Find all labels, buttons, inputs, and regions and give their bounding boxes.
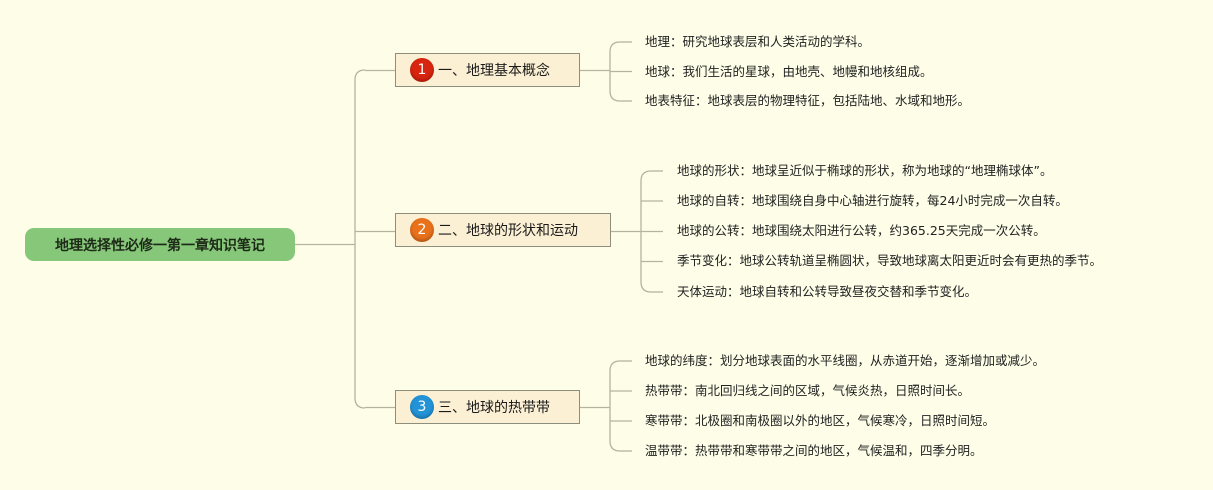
root-topic-label: 地理选择性必修一第一章知识笔记 xyxy=(55,237,265,254)
branch-topic-3-label: 三、地球的热带带 xyxy=(438,400,550,416)
main-trunk xyxy=(354,69,366,409)
number-badge-3: 3 xyxy=(410,395,434,419)
branch-3-bracket xyxy=(609,360,621,452)
branch-topic-1[interactable]: 1 一、地理基本概念 xyxy=(395,53,580,87)
branch-topic-2[interactable]: 2 二、地球的形状和运动 xyxy=(395,213,611,247)
branch-1-leaf-2[interactable]: 地球：我们生活的星球，由地壳、地幔和地核组成。 xyxy=(645,64,933,79)
branch-2-leaf-3[interactable]: 地球的公转：地球围绕太阳进行公转，约365.25天完成一次公转。 xyxy=(677,223,1046,238)
branch-3-leaf-3[interactable]: 寒带带：北极圈和南极圈以外的地区，气候寒冷，日照时间短。 xyxy=(645,413,996,428)
branch-topic-2-label: 二、地球的形状和运动 xyxy=(438,223,578,239)
number-badge-2: 2 xyxy=(410,218,434,242)
number-badge-1: 1 xyxy=(410,58,434,82)
branch-2-leaf-4[interactable]: 季节变化：地球公转轨道呈椭圆状，导致地球离太阳更近时会有更热的季节。 xyxy=(677,253,1103,268)
branch-3-leaf-4[interactable]: 温带带：热带带和寒带带之间的地区，气候温和，四季分明。 xyxy=(645,443,983,458)
branch-topic-3[interactable]: 3 三、地球的热带带 xyxy=(395,390,580,424)
branch-topic-1-label: 一、地理基本概念 xyxy=(438,63,550,79)
branch-3-leaf-1[interactable]: 地球的纬度：划分地球表面的水平线圈，从赤道开始，逐渐增加或减少。 xyxy=(645,353,1046,368)
branch-3-leaf-2[interactable]: 热带带：南北回归线之间的区域，气候炎热，日照时间长。 xyxy=(645,383,971,398)
branch-1-leaf-3[interactable]: 地表特征：地球表层的物理特征，包括陆地、水域和地形。 xyxy=(645,93,971,108)
root-topic[interactable]: 地理选择性必修一第一章知识笔记 xyxy=(25,228,295,261)
branch-2-leaf-2[interactable]: 地球的自转：地球围绕自身中心轴进行旋转，每24小时完成一次自转。 xyxy=(677,193,1068,208)
branch-2-leaf-5[interactable]: 天体运动：地球自转和公转导致昼夜交替和季节变化。 xyxy=(677,284,978,299)
branch-2-leaf-1[interactable]: 地球的形状：地球呈近似于椭球的形状，称为地球的“地理椭球体”。 xyxy=(677,163,1053,178)
branch-1-leaf-1[interactable]: 地理：研究地球表层和人类活动的学科。 xyxy=(645,34,871,49)
